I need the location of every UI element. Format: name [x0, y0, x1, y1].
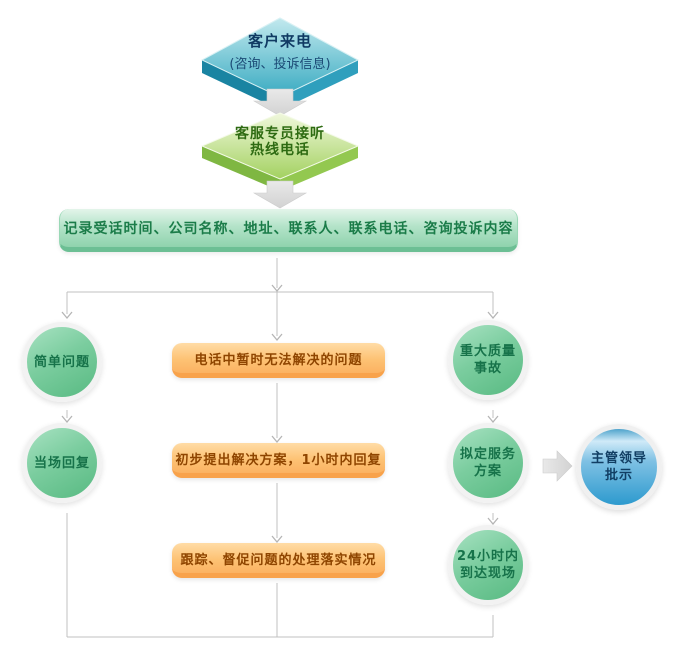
answer-diamond-label: 客服专员接听 热线电话 [190, 126, 370, 158]
answer-diamond-line2: 热线电话 [250, 142, 310, 158]
answer-diamond-line1: 客服专员接听 [235, 126, 325, 142]
arrive-site-24h-circle: 24小时内 到达现场 [448, 525, 528, 605]
start-diamond-subtitle: (咨询、投诉信息) [229, 57, 331, 72]
initial-solution-box: 初步提出解决方案，1小时内回复 [172, 443, 385, 478]
leader-approval-line2: 批示 [604, 468, 633, 483]
leader-approval-line1: 主管领导 [590, 451, 647, 466]
down-block-arrow-1-icon [252, 88, 308, 117]
follow-up-box: 跟踪、督促问题的处理落实情况 [172, 543, 385, 578]
down-block-arrow-2-icon [252, 180, 308, 209]
initial-solution-label: 初步提出解决方案，1小时内回复 [175, 452, 382, 468]
record-info-bar: 记录受话时间、公司名称、地址、联系人、联系电话、咨询投诉内容 [59, 209, 518, 252]
start-diamond-shape [200, 17, 360, 110]
record-info-bar-label: 记录受话时间、公司名称、地址、联系人、联系电话、咨询投诉内容 [63, 221, 514, 237]
major-quality-accident-circle: 重大质量 事故 [448, 320, 528, 400]
follow-up-label: 跟踪、督促问题的处理落实情况 [180, 552, 377, 568]
onsite-reply-circle: 当场回复 [22, 423, 102, 503]
arrive-site-24h-line1: 24小时内 [456, 549, 520, 564]
unsolved-issue-label: 电话中暂时无法解决的问题 [194, 352, 363, 368]
onsite-reply-label: 当场回复 [33, 455, 90, 471]
right-block-arrow-icon [542, 450, 573, 482]
start-diamond-label: 客户来电 (咨询、投诉信息) [190, 30, 370, 72]
leader-approval-circle: 主管领导 批示 [576, 424, 662, 510]
unsolved-issue-box: 电话中暂时无法解决的问题 [172, 343, 385, 378]
simple-issue-circle: 简单问题 [22, 322, 102, 402]
draft-service-plan-line2: 方案 [473, 464, 502, 479]
simple-issue-label: 简单问题 [33, 354, 90, 370]
start-diamond-title: 客户来电 [247, 32, 312, 50]
draft-service-plan-line1: 拟定服务 [459, 447, 516, 462]
arrive-site-24h-line2: 到达现场 [459, 566, 516, 581]
connector-lines [66, 258, 494, 638]
connector-arrowheads [61, 284, 499, 544]
draft-service-plan-circle: 拟定服务 方案 [448, 423, 528, 503]
major-quality-accident-line1: 重大质量 [459, 344, 516, 359]
major-quality-accident-line2: 事故 [473, 361, 502, 376]
answer-diamond-shape [200, 112, 360, 191]
